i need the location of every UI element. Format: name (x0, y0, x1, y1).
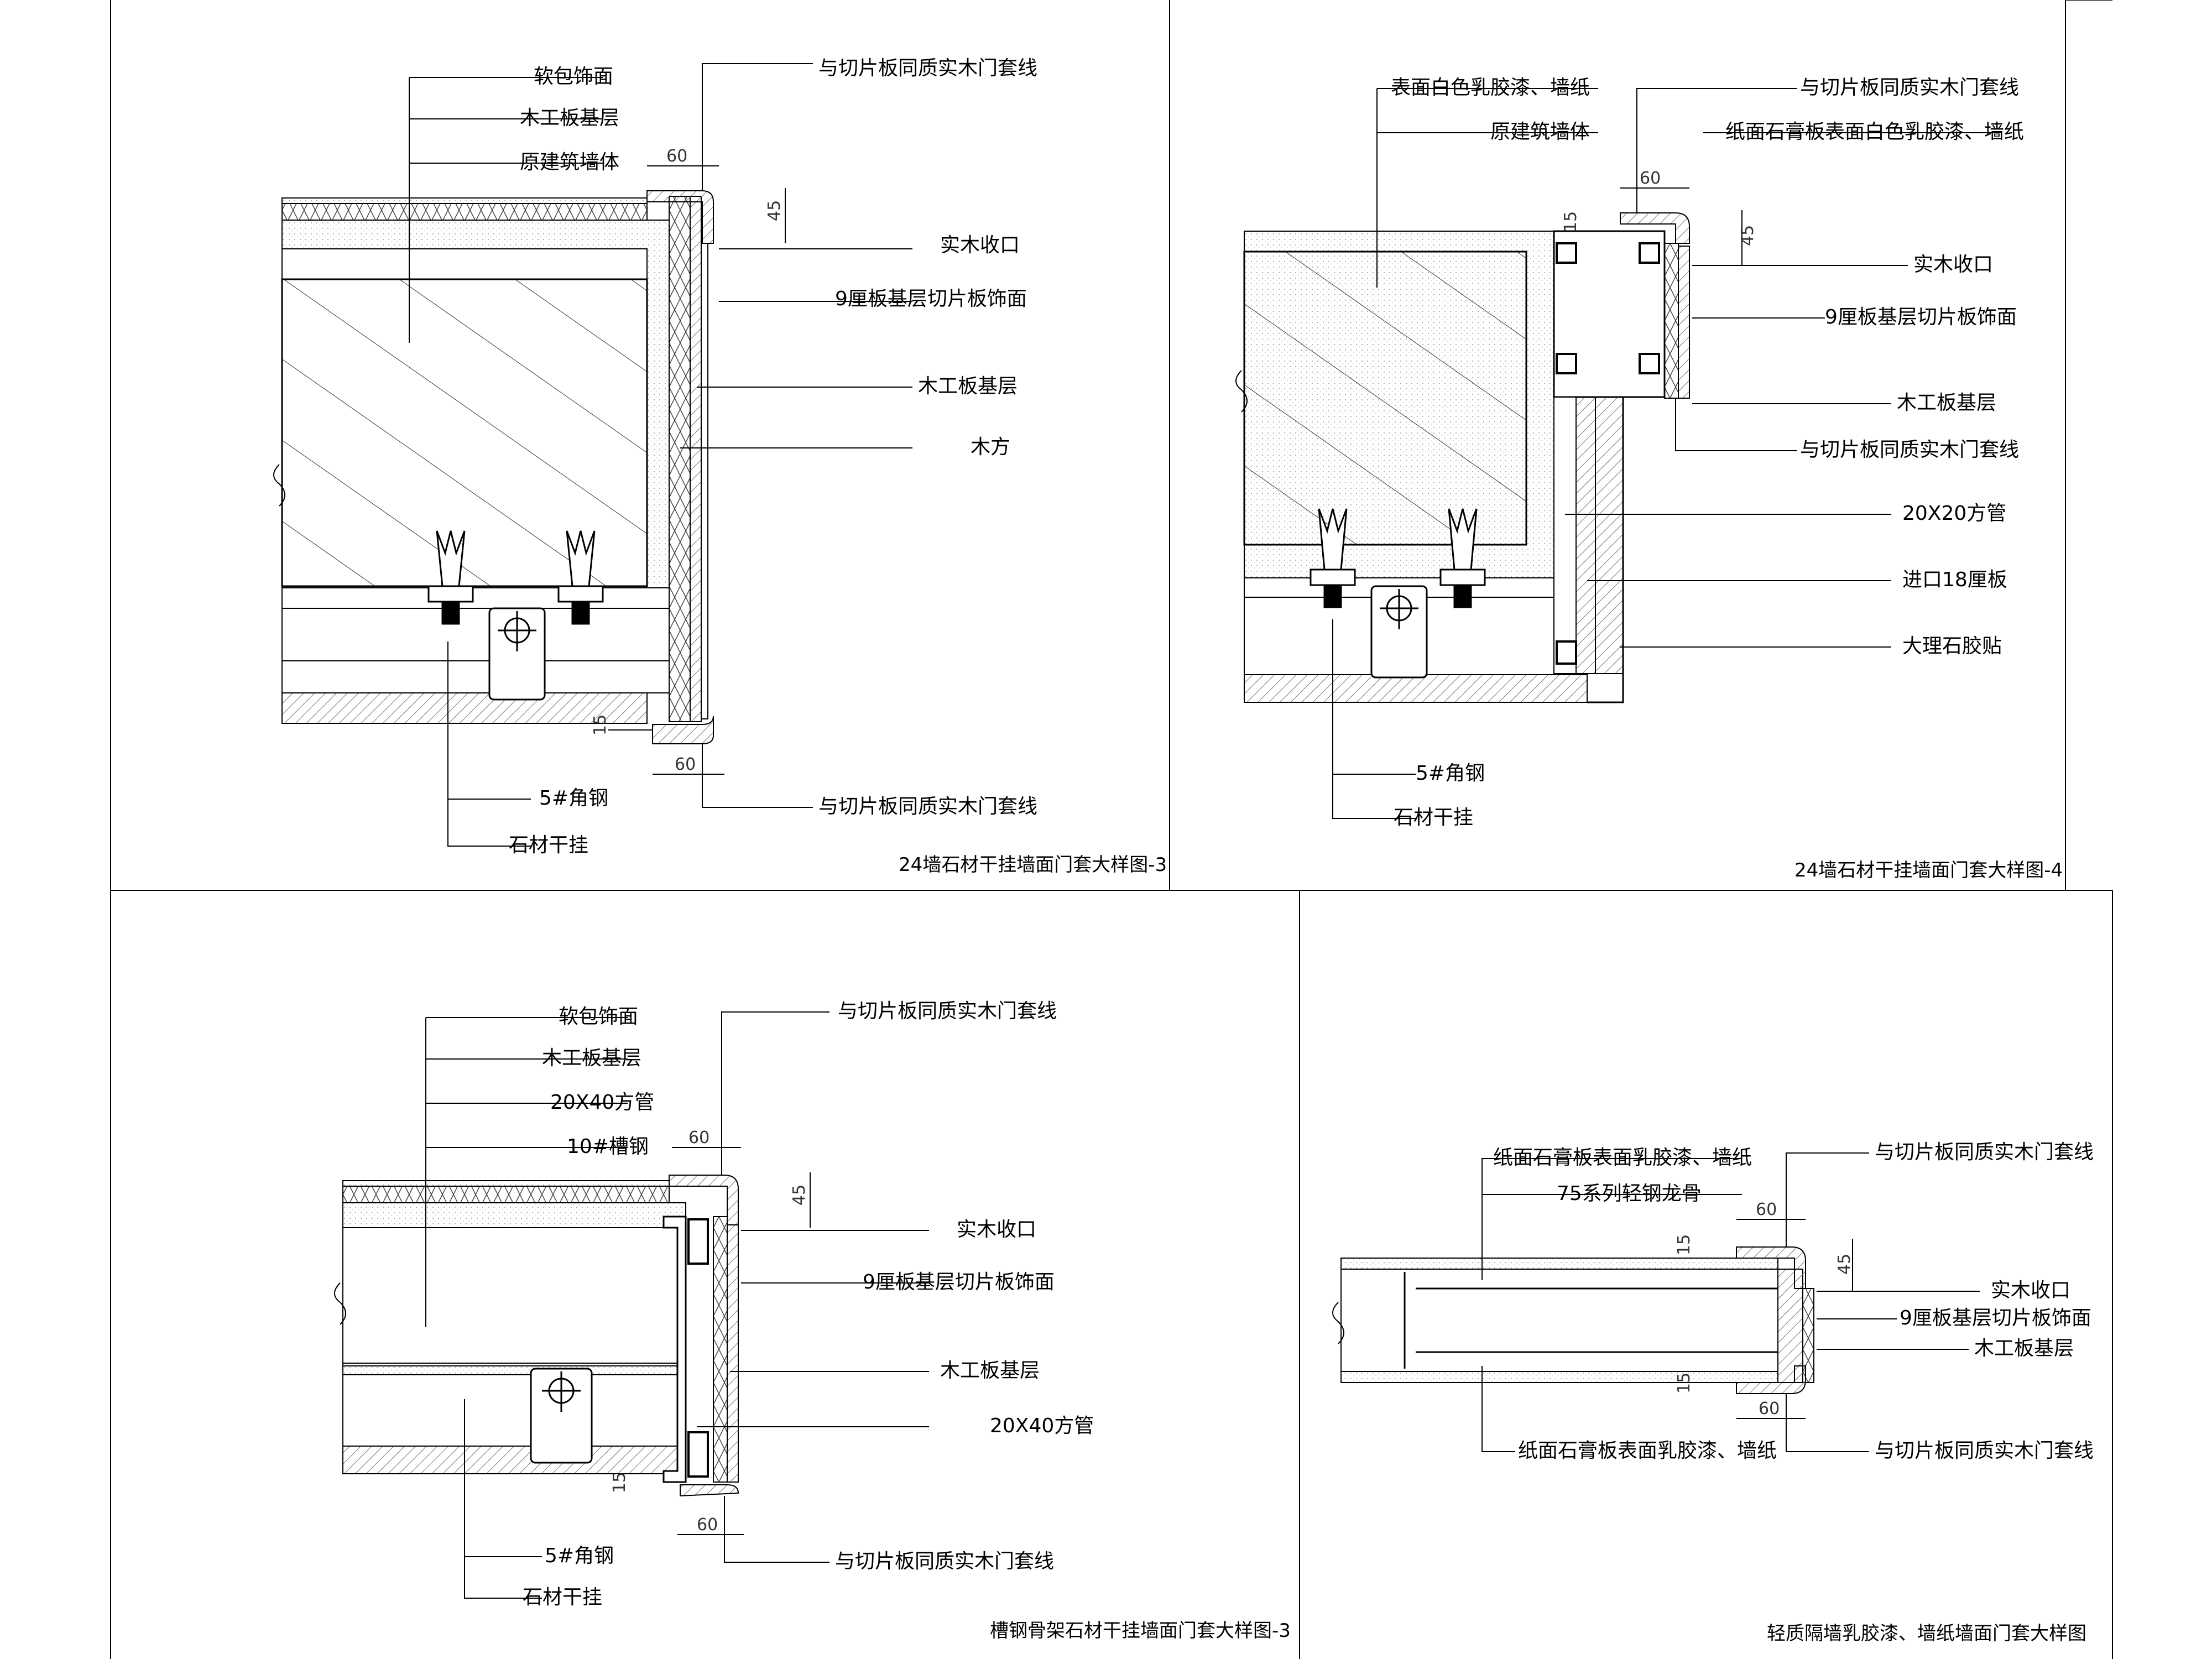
p1-dim-1: 60 (666, 147, 687, 166)
p1-label-right-2: 实木收口 (940, 234, 1020, 257)
p1-label-right-5: 木方 (971, 436, 1010, 458)
p3-label-bottom-1: 5#角钢 (545, 1545, 614, 1567)
p2-label-right-1: 与切片板同质实木门套线 (1800, 76, 2019, 99)
p1-label-right-4: 木工板基层 (918, 375, 1018, 398)
p4-label-right-3: 9厘板基层切片板饰面 (1900, 1307, 2091, 1329)
p2-label-bottom-1: 5#角钢 (1416, 762, 1485, 785)
p2-label-left-2: 原建筑墙体 (1490, 121, 1590, 143)
p4-label-bottom-right: 与切片板同质实木门套线 (1875, 1439, 2094, 1462)
p4-dim-1: 60 (1756, 1200, 1777, 1219)
panel-1-detail (273, 190, 714, 744)
p2-label-right-2: 纸面石膏板表面白色乳胶漆、墙纸 (1725, 121, 2024, 143)
p4-label-left-2: 75系列轻钢龙骨 (1557, 1182, 1702, 1205)
p4-dim-4: 15 (1674, 1373, 1694, 1394)
p4-dim-5: 60 (1759, 1399, 1780, 1418)
p2-label-right-5: 木工板基层 (1897, 392, 1996, 414)
sheet-frame (110, 0, 2113, 1659)
p3-title: 槽钢骨架石材干挂墙面门套大样图-3 (990, 1620, 1291, 1642)
p4-dim-3: 45 (1835, 1254, 1854, 1275)
p2-label-right-6: 与切片板同质实木门套线 (1800, 439, 2019, 461)
p1-dim-4: 60 (675, 755, 696, 774)
p2-label-right-3: 实木收口 (1913, 253, 1993, 276)
p4-title: 轻质隔墙乳胶漆、墙纸墙面门套大样图 (1767, 1623, 2086, 1645)
p2-label-right-8: 进口18厘板 (1902, 568, 2007, 591)
p1-label-bottom-2: 石材干挂 (509, 834, 588, 857)
p3-label-right-2: 实木收口 (957, 1218, 1036, 1241)
p2-label-left-1: 表面白色乳胶漆、墙纸 (1391, 76, 1590, 99)
p2-label-right-4: 9厘板基层切片板饰面 (1825, 306, 2017, 328)
panel-4-leaders (1481, 1152, 1980, 1452)
panel-1-leaders (409, 63, 912, 847)
p2-dim-2: 15 (1561, 211, 1580, 232)
panel-2-detail (1235, 212, 1690, 703)
p2-dim-1: 60 (1640, 169, 1661, 188)
p1-title: 24墙石材干挂墙面门套大样图-3 (899, 854, 1167, 876)
p4-label-bottom-left: 纸面石膏板表面乳胶漆、墙纸 (1518, 1439, 1777, 1462)
p2-label-right-9: 大理石胶贴 (1902, 635, 2002, 658)
p4-label-left-1: 纸面石膏板表面乳胶漆、墙纸 (1493, 1146, 1752, 1169)
p4-label-right-1: 与切片板同质实木门套线 (1875, 1141, 2094, 1164)
p1-label-left-2: 木工板基层 (520, 107, 619, 129)
p3-label-left-2: 木工板基层 (542, 1047, 641, 1070)
p1-dim-3: 15 (591, 714, 610, 735)
p1-label-right-1: 与切片板同质实木门套线 (818, 57, 1037, 80)
p3-dim-4: 60 (697, 1515, 718, 1535)
p1-label-right-3: 9厘板基层切片板饰面 (835, 288, 1027, 310)
p3-dim-1: 60 (688, 1128, 709, 1147)
p1-label-bottom-right: 与切片板同质实木门套线 (818, 795, 1037, 818)
p4-dim-2: 15 (1674, 1234, 1694, 1255)
p1-label-bottom-1: 5#角钢 (539, 787, 608, 810)
p4-label-right-2: 实木收口 (1991, 1279, 2070, 1302)
p3-label-bottom-2: 石材干挂 (523, 1586, 602, 1609)
p3-label-right-3: 9厘板基层切片板饰面 (863, 1271, 1055, 1293)
p1-dim-2: 45 (765, 200, 784, 221)
p2-label-right-7: 20X20方管 (1902, 502, 2006, 525)
panel-4-detail (1332, 1246, 1814, 1394)
p1-label-left-3: 原建筑墙体 (520, 151, 619, 174)
p3-label-bottom-right: 与切片板同质实木门套线 (835, 1550, 1054, 1573)
panel-2-leaders (1332, 88, 2002, 819)
p3-label-left-3: 20X40方管 (550, 1091, 654, 1114)
p2-title: 24墙石材干挂墙面门套大样图-4 (1794, 859, 2063, 881)
p1-label-left-1: 软包饰面 (534, 65, 613, 88)
p3-label-left-1: 软包饰面 (559, 1005, 638, 1028)
p4-label-right-4: 木工板基层 (1974, 1337, 2074, 1360)
p3-label-left-4: 10#槽钢 (567, 1135, 649, 1158)
p3-label-right-5: 20X40方管 (990, 1415, 1094, 1437)
p2-label-bottom-2: 石材干挂 (1394, 806, 1473, 829)
p3-label-right-1: 与切片板同质实木门套线 (838, 1000, 1057, 1022)
panel-3-leaders (425, 1011, 929, 1599)
p3-label-right-4: 木工板基层 (940, 1359, 1040, 1382)
p2-dim-3: 45 (1738, 225, 1757, 246)
p3-dim-3: 15 (610, 1472, 629, 1493)
p3-dim-2: 45 (790, 1185, 809, 1206)
panel-3-detail (334, 1175, 739, 1497)
